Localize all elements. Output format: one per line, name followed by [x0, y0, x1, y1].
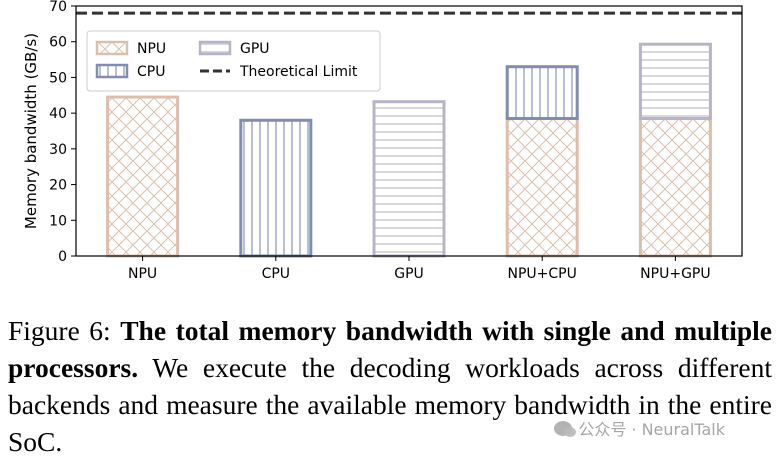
bar-npu-plus-cpu-cpu — [505, 65, 579, 120]
caption-body: We execute the decoding workloads across… — [8, 352, 772, 457]
watermark-text: 公众号 · NeuralTalk — [578, 420, 725, 439]
y-tick-label: 60 — [49, 35, 67, 51]
axes-frame — [75, 5, 743, 257]
bar-gpu-gpu — [372, 100, 446, 258]
y-tick-label: 30 — [49, 142, 67, 158]
caption-bold-title: The total memory bandwidth with single a… — [8, 315, 772, 383]
legend-swatch-cpu — [95, 63, 129, 79]
bar-npu-npu — [106, 95, 180, 258]
bar-npu-plus-cpu-npu — [505, 117, 579, 258]
legend-swatch-npu — [95, 40, 129, 56]
plot-area: NPU CPU GPU NPU+CPU NPU+GPU 0 10 20 30 40 50 60 70Me… — [22, 0, 743, 282]
x-tick-label: GPU — [394, 266, 424, 282]
y-tick-label: 0 — [58, 249, 67, 265]
caption-label: Figure 6: — [8, 315, 111, 346]
bar-cpu-cpu — [239, 118, 313, 258]
legend-box — [86, 30, 381, 92]
watermark: 公众号 · NeuralTalk — [554, 416, 725, 440]
y-tick-label: 40 — [49, 106, 67, 122]
y-tick-label: 20 — [49, 178, 67, 194]
y-axis-label: Memory bandwidth (GB/s) — [22, 33, 40, 229]
x-tick-label: NPU+CPU — [508, 266, 577, 282]
figure-caption: Figure 6: The total memory bandwidth wit… — [8, 312, 772, 460]
legend: NPU GPU CPU Theoretical Limit — [86, 30, 381, 92]
legend-swatch-gpu — [198, 40, 232, 56]
bar-npu-plus-gpu-npu — [638, 117, 712, 258]
wechat-icon — [554, 420, 577, 437]
y-tick-label: 70 — [49, 0, 67, 15]
x-tick-label: CPU — [262, 266, 290, 282]
legend-label: NPU — [137, 41, 166, 57]
x-tick-label: NPU — [128, 266, 157, 282]
y-tick-label: 10 — [49, 213, 67, 229]
bar-npu-plus-gpu-gpu — [638, 42, 712, 120]
x-tick-label: NPU+GPU — [640, 266, 710, 282]
legend-label: GPU — [240, 41, 270, 57]
legend-label: Theoretical Limit — [239, 64, 358, 80]
y-tick-label: 50 — [49, 70, 67, 86]
legend-label: CPU — [137, 64, 165, 80]
bandwidth-chart: NPU CPU GPU NPU+CPU NPU+GPU 0 10 20 30 40 50 60 70Me… — [22, 0, 743, 282]
